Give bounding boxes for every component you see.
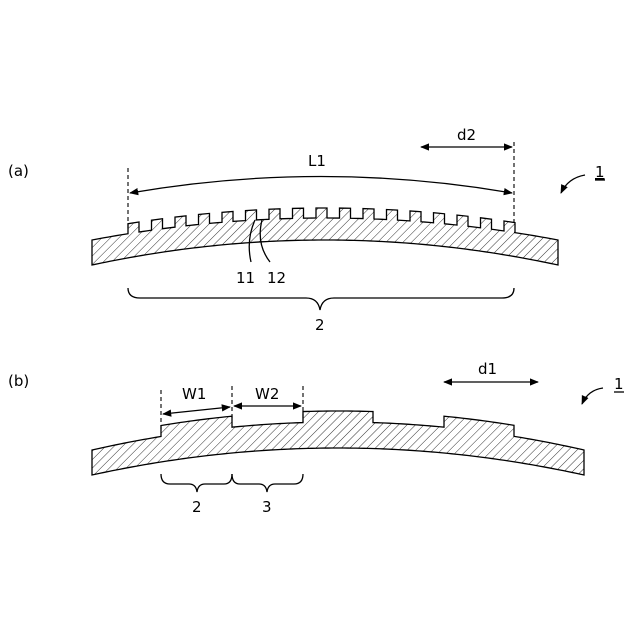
panel-a-ref-11: 11 xyxy=(236,269,255,287)
panel-a-ref-arrow xyxy=(561,175,585,193)
panel-b-w1-arrow xyxy=(163,407,230,414)
panel-b-part-ref: 1 xyxy=(614,375,624,393)
panel-a-tag: (a) xyxy=(8,162,29,180)
panel-a-part-ref: 1 xyxy=(595,163,605,181)
panel-a-l1-label: L1 xyxy=(308,152,326,170)
panel-b-brace-2 xyxy=(161,474,232,492)
panel-b-brace-2-label: 2 xyxy=(192,498,202,516)
panel-b-d1-label: d1 xyxy=(478,360,497,378)
panel-a-brace-label: 2 xyxy=(315,316,325,334)
panel-a-ref-12: 12 xyxy=(267,269,286,287)
panel-a: (a) L1 d2 1 11 12 2 xyxy=(8,126,605,334)
panel-a-brace xyxy=(128,288,514,310)
panel-b-body xyxy=(92,411,584,475)
panel-b-ref-arrow xyxy=(582,388,603,404)
panel-b: (b) W1 W2 d1 1 2 3 xyxy=(8,360,624,516)
panel-b-tag: (b) xyxy=(8,372,29,390)
panel-a-l1-arrow xyxy=(130,177,512,194)
panel-b-brace-3 xyxy=(232,474,303,492)
panel-a-body xyxy=(92,208,558,265)
panel-a-d2-label: d2 xyxy=(457,126,476,144)
panel-b-w2-label: W2 xyxy=(255,385,279,403)
panel-b-brace-3-label: 3 xyxy=(262,498,272,516)
panel-b-w1-label: W1 xyxy=(182,385,206,403)
